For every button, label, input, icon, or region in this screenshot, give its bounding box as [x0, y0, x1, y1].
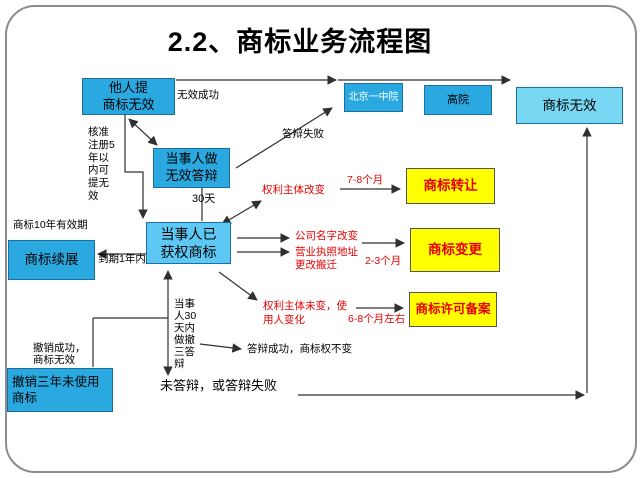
box-other-party-invalidation: 他人提 商标无效: [82, 78, 175, 115]
box-beijing-first-court: 北京一中院: [344, 83, 403, 112]
page-title: 2.2、商标业务流程图: [167, 27, 433, 57]
label-revocation-success: 撤销成功， 商标无效: [33, 342, 86, 367]
box-trademark-renewal: 商标续展: [8, 240, 95, 280]
box-trademark-change: 商标变更: [410, 228, 500, 272]
box-trademark-invalid: 商标无效: [516, 87, 623, 124]
box-high-court: 高院: [424, 85, 492, 115]
label-6-8-months: 6-8个月左右: [348, 313, 406, 325]
label-defense-success: 答辩成功，商标权不变: [247, 343, 352, 355]
label-defense-failed: 答辩失败: [282, 128, 324, 140]
arrow-5year-invalid-path: [124, 114, 148, 219]
label-business-license-address: 营业执照地址: [295, 246, 358, 258]
arrow-defense-success: [199, 343, 242, 353]
label-30-day-revocation-defense: 当事 人30 天内 做撤 三答 辩: [174, 298, 197, 370]
label-invalidation-success: 无效成功: [177, 89, 219, 101]
box-party-registered-trademark: 当事人已 获权商标: [146, 222, 231, 264]
label-2-3-months: 2-3个月: [365, 255, 402, 267]
label-change-relocation: 更改搬迁: [295, 259, 337, 271]
label-company-name-change: 公司名字改变: [295, 230, 358, 242]
arrow-double-taren-dabian: [128, 118, 158, 146]
slide-border: [5, 5, 637, 473]
label-7-8-months: 7-8个月: [347, 174, 384, 186]
box-party-invalid-defense: 当事人做 无效答辩: [153, 148, 230, 188]
box-trademark-transfer: 商标转让: [406, 168, 495, 204]
arrow-subject-change: [221, 200, 262, 225]
arrow-subject-unchanged: [218, 271, 258, 301]
label-rights-subject-unchanged: 权利主体未变，使 用人变化: [263, 300, 347, 326]
box-revoke-three-year-unused: 撤销三年未使用 商标: [7, 368, 113, 412]
label-no-defense-or-failed: 未答辩，或答辩失败: [160, 378, 278, 393]
label-5year-invalidation-note: 核准 注册5 年以 内可 提无 效: [88, 126, 115, 202]
label-rights-subject-changed: 权利主体改变: [262, 184, 325, 196]
label-within-1-year-expiry: 到期1年内: [98, 253, 146, 265]
box-trademark-license-record: 商标许可备案: [409, 292, 497, 327]
label-10-year-validity: 商标10年有效期: [13, 219, 88, 231]
label-30-days: 30天: [192, 193, 216, 205]
arrow-defense-failed: [235, 107, 333, 169]
